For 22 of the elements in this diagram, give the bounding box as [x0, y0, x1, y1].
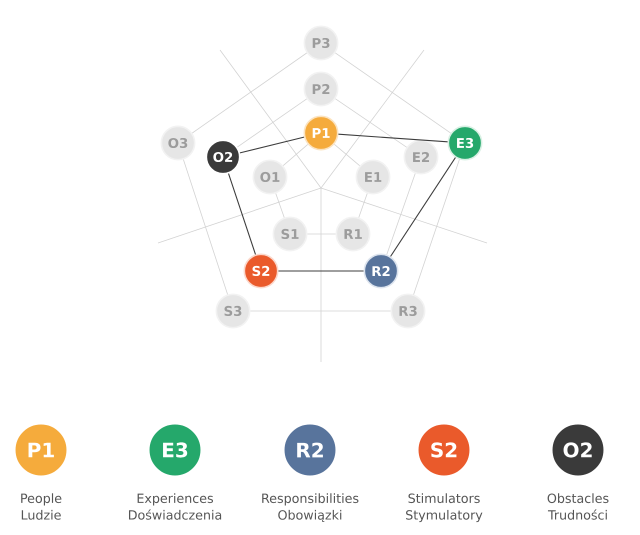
- connector-line: [334, 144, 360, 166]
- connector-line: [413, 159, 460, 295]
- connector-line: [386, 173, 416, 255]
- connector-line: [390, 157, 456, 257]
- node-label: Obstacles Trudności: [548, 493, 608, 520]
- connector-line: [334, 52, 452, 134]
- connector-line: [275, 193, 285, 218]
- node-label: People Ludzie: [21, 493, 62, 520]
- connector-line: [335, 98, 407, 148]
- node-label: Stimulators Stymulatory: [406, 493, 482, 522]
- connector-line: [236, 98, 308, 148]
- connector-line: [192, 52, 308, 134]
- connector-line: [282, 144, 308, 166]
- node-label: Responsibilities Obowiązki: [262, 493, 358, 522]
- connector-line: [338, 134, 448, 142]
- connector-line: [250, 310, 391, 312]
- connector-line: [183, 159, 228, 295]
- connector-line: [228, 173, 256, 255]
- node-label: Experiences Doświadczenia: [129, 493, 222, 520]
- connector-line: [278, 270, 364, 272]
- connector-line: [240, 136, 304, 154]
- connector-line: [358, 193, 368, 218]
